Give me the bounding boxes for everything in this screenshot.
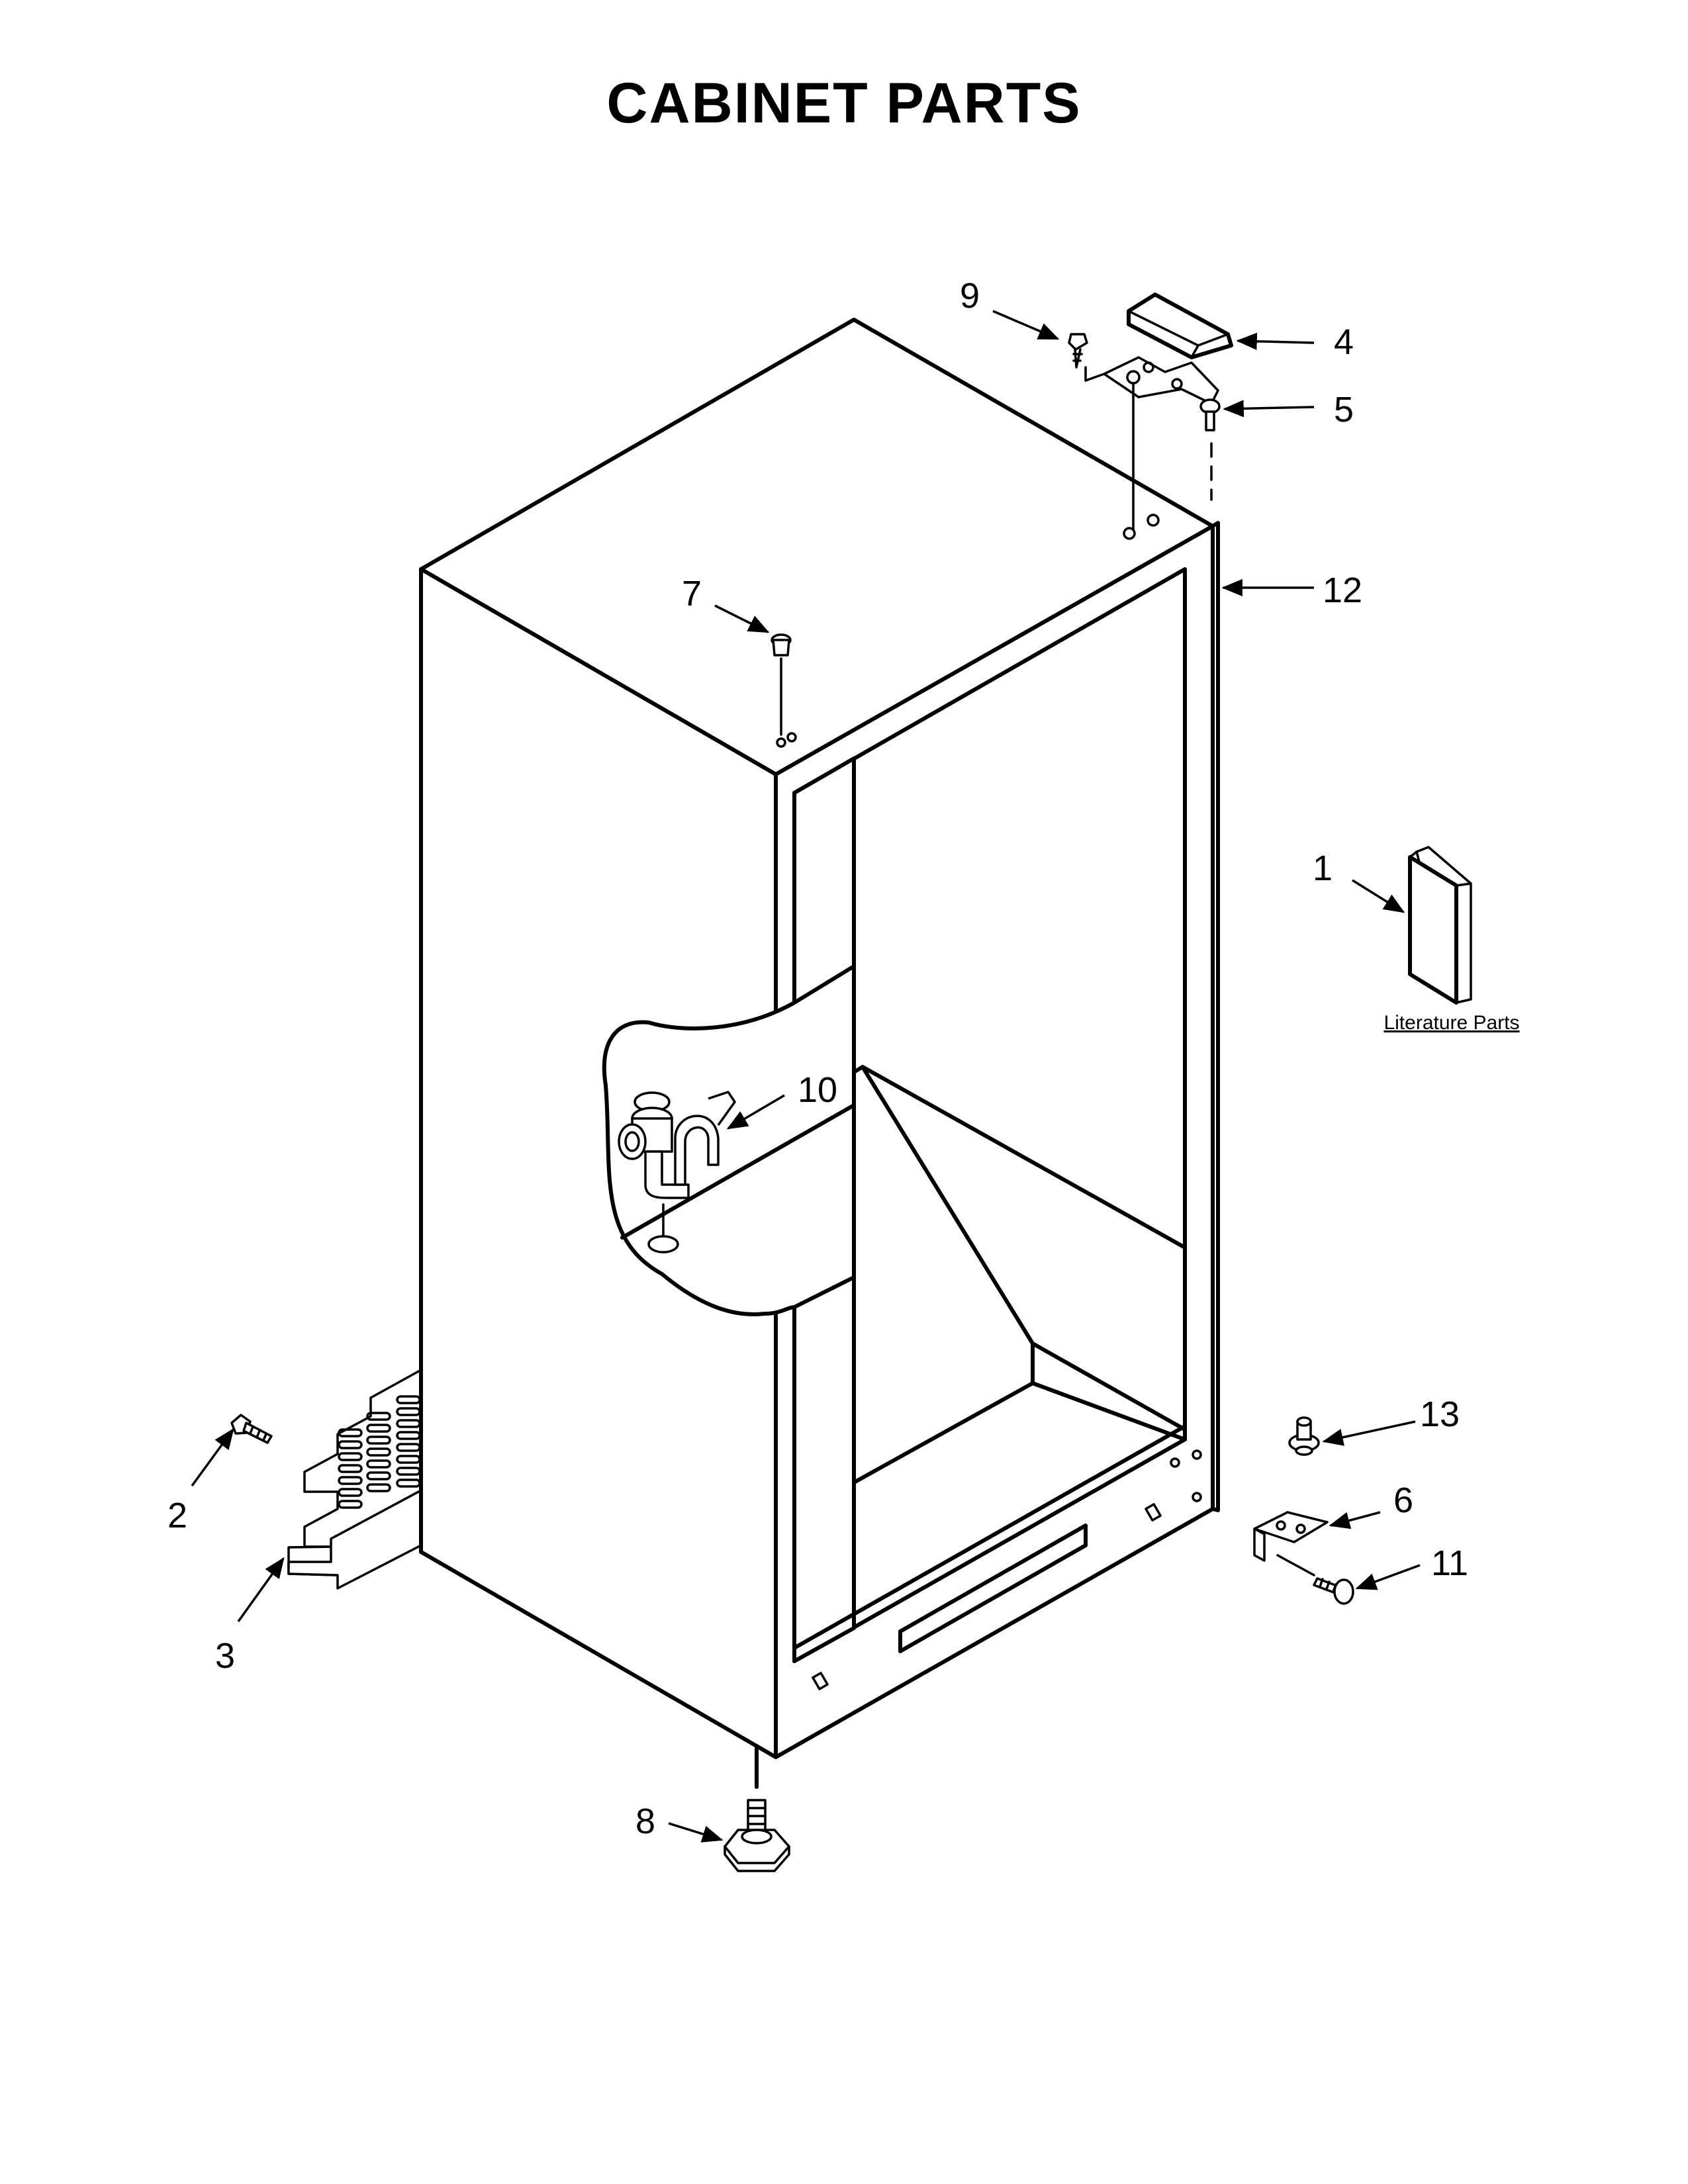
grille-screw bbox=[230, 1414, 273, 1444]
water-valve bbox=[618, 1091, 736, 1199]
condenser-grille bbox=[287, 1349, 422, 1590]
callout-6: 6 bbox=[1393, 1480, 1413, 1520]
grille-vents bbox=[338, 1395, 421, 1509]
clip bbox=[1288, 1416, 1320, 1456]
callout-1: 1 bbox=[1313, 848, 1333, 888]
hinge-screw bbox=[1068, 333, 1088, 369]
cutaway-view bbox=[602, 964, 856, 1316]
callout-5: 5 bbox=[1334, 390, 1354, 430]
leveling-leg bbox=[724, 1745, 790, 1872]
callout-4: 4 bbox=[1334, 322, 1354, 362]
callout-9: 9 bbox=[960, 276, 980, 316]
page-title: CABINET PARTS bbox=[606, 71, 1081, 135]
callout-11: 11 bbox=[1431, 1543, 1468, 1583]
callout-2: 2 bbox=[167, 1496, 187, 1535]
hinge-bracket bbox=[1103, 356, 1219, 405]
cabinet bbox=[419, 318, 1220, 1759]
top-hinge-assembly bbox=[1068, 293, 1233, 531]
callout-arrows bbox=[191, 310, 1421, 1843]
callout-3: 3 bbox=[215, 1636, 235, 1676]
hinge-pin bbox=[1199, 398, 1221, 501]
callout-13: 13 bbox=[1420, 1394, 1460, 1434]
literature-booklet bbox=[1408, 846, 1472, 1005]
literature-parts-label: Literature Parts bbox=[1383, 1012, 1519, 1034]
callout-10: 10 bbox=[798, 1070, 837, 1110]
bracket-screw bbox=[1313, 1577, 1354, 1605]
plug-button bbox=[771, 633, 792, 736]
callout-8: 8 bbox=[635, 1801, 655, 1841]
callout-7: 7 bbox=[682, 574, 702, 614]
bracket bbox=[1253, 1511, 1329, 1576]
hinge-cover bbox=[1127, 293, 1233, 359]
callout-12: 12 bbox=[1323, 570, 1362, 610]
